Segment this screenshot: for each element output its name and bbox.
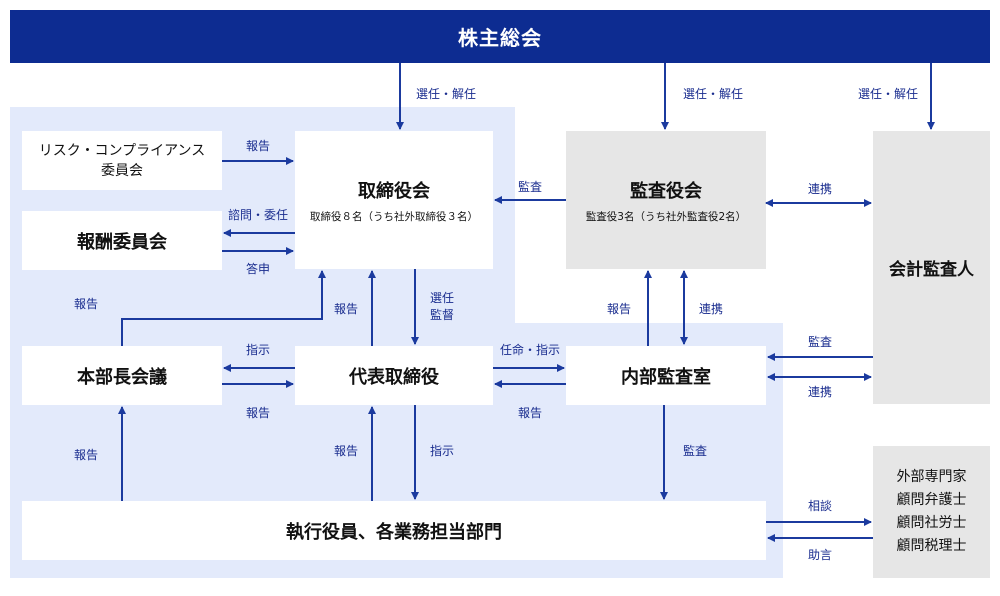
internal-audit-office-label: 内部監査室: [621, 366, 711, 388]
label-comp-answer: 答申: [245, 262, 271, 276]
accounting-auditor-label: 会計監査人: [889, 260, 974, 280]
representative-director-label: 代表取締役: [349, 366, 439, 388]
executives-departments-label: 執行役員、各業務担当部門: [286, 521, 502, 543]
label-internal-report-rep: 報告: [517, 406, 543, 420]
audit-board-title: 監査役会: [630, 180, 702, 202]
label-select-board: 選任・解任: [416, 87, 477, 101]
external-tax-accountant-item: 顧問税理士: [896, 538, 967, 554]
board-subtitle: 取締役８名（うち社外取締役３名）: [310, 210, 478, 223]
hq-meeting-label: 本部長会議: [77, 366, 167, 388]
label-hq-report: 報告: [245, 406, 271, 420]
label-comp-consult: 諮問・委任: [227, 208, 289, 222]
label-internal-report-audit: 報告: [607, 302, 632, 316]
label-select-auditor: 選任・解任: [858, 87, 919, 101]
label-coop-audit-auditor: 連携: [807, 182, 833, 196]
label-exec-advice: 助言: [807, 548, 833, 562]
audit-board: 監査役会 監査役3名（うち社外監査役2名）: [566, 131, 766, 269]
label-auditor-audit-internal: 監査: [807, 335, 833, 349]
label-auditor-coop-internal: 連携: [807, 385, 833, 399]
executives-departments: 執行役員、各業務担当部門: [22, 501, 766, 560]
representative-director: 代表取締役: [295, 346, 493, 405]
risk-compliance-committee-label: リスク・コンプライアンス 委員会: [38, 142, 206, 179]
label-risk-report: 報告: [245, 139, 271, 153]
label-rep-appoint-internal: 任命・指示: [499, 343, 561, 357]
risk-compliance-committee: リスク・コンプライアンス 委員会: [22, 131, 222, 190]
shareholders-meeting-title: 株主総会: [458, 26, 542, 50]
label-internal-audit-exec: 監査: [683, 444, 708, 458]
accounting-auditor: 会計監査人: [873, 131, 990, 404]
arrow-hq-report-board: [121, 270, 326, 346]
label-hq-report-board: 報告: [74, 297, 99, 311]
label-rep-instruct-exec: 指示: [430, 444, 455, 458]
external-experts: 外部専門家 顧問弁護士 顧問社労士 顧問税理士: [873, 446, 990, 578]
label-audit-board: 監査: [517, 180, 543, 194]
shareholders-meeting-header: 株主総会: [10, 10, 990, 63]
external-labor-consultant-item: 顧問社労士: [896, 515, 967, 531]
compensation-committee: 報酬委員会: [22, 211, 222, 270]
compensation-committee-label: 報酬委員会: [77, 231, 167, 253]
label-select-audit: 選任・解任: [683, 87, 744, 101]
hq-meeting: 本部長会議: [22, 346, 222, 405]
audit-board-subtitle: 監査役3名（うち社外監査役2名）: [585, 210, 747, 223]
label-exec-consult: 相談: [807, 499, 833, 513]
label-internal-coop-audit: 連携: [699, 302, 724, 316]
internal-audit-office: 内部監査室: [566, 346, 766, 405]
label-board-select-rep: 選任 監督: [430, 291, 455, 322]
label-rep-report-board: 報告: [334, 302, 359, 316]
label-hq-instruct: 指示: [245, 343, 271, 357]
external-lawyer-item: 顧問弁護士: [896, 492, 967, 508]
label-exec-report-hq: 報告: [74, 448, 99, 462]
board-of-directors: 取締役会 取締役８名（うち社外取締役３名）: [295, 131, 493, 269]
external-expert-item: 外部専門家: [896, 469, 967, 485]
label-exec-report-rep: 報告: [334, 444, 359, 458]
board-title: 取締役会: [358, 180, 430, 202]
